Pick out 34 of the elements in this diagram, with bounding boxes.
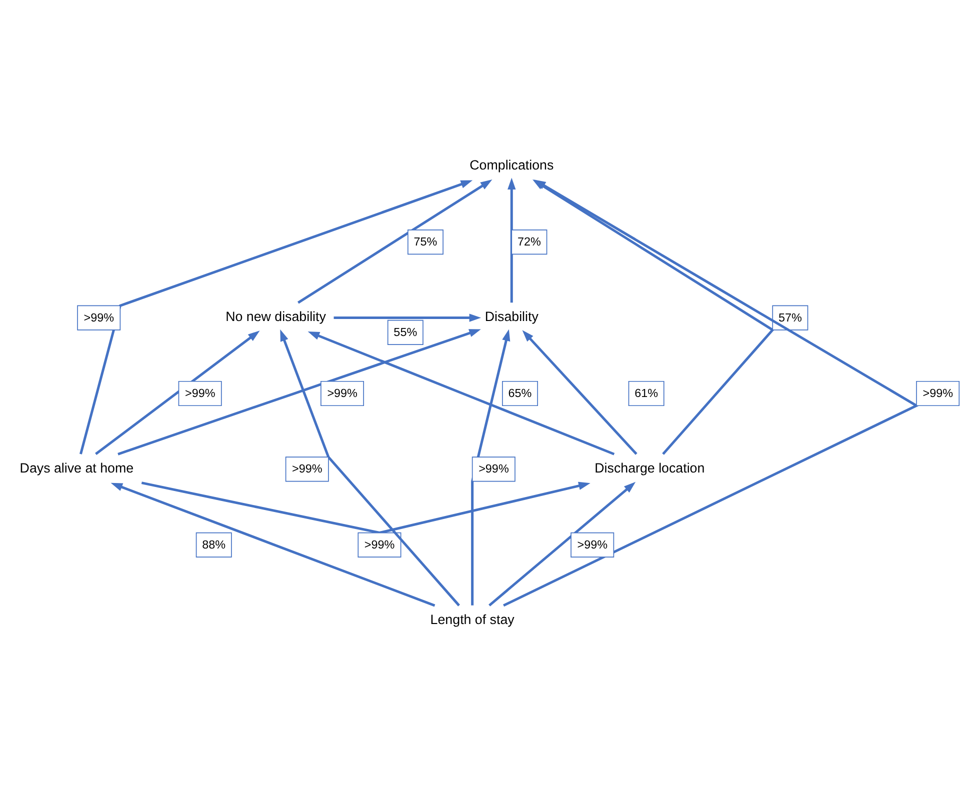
arrow — [508, 177, 516, 302]
arrow — [280, 328, 460, 606]
node-text: Days alive at home — [20, 460, 134, 475]
edge-label: 61% — [634, 386, 658, 400]
arrow — [334, 313, 482, 322]
edge-label: 75% — [414, 235, 438, 248]
arrow — [110, 482, 436, 606]
node-text: Length of stay — [430, 611, 514, 626]
edge-label: >99% — [478, 462, 509, 476]
edge-label: >99% — [364, 538, 395, 551]
arrow — [488, 481, 636, 606]
arrow — [297, 179, 492, 304]
edge-label: 72% — [517, 235, 541, 248]
edge-label: >99% — [577, 538, 608, 551]
node-text: Complications — [470, 157, 554, 172]
node-text: Discharge location — [594, 460, 705, 475]
edge-label: >99% — [84, 310, 114, 324]
arrow — [79, 180, 473, 454]
edge-label: >99% — [292, 462, 322, 476]
arrow — [308, 330, 615, 455]
edge-label: 88% — [202, 538, 226, 551]
arrow — [118, 328, 481, 455]
edge-label: 57% — [778, 310, 802, 324]
edge-label: 65% — [508, 386, 532, 400]
edge-label: 55% — [394, 325, 418, 338]
edge-label: >99% — [922, 386, 954, 400]
arrow — [522, 330, 638, 454]
arrow — [95, 330, 260, 455]
edge-label: >99% — [185, 386, 216, 400]
arrow — [141, 481, 590, 534]
node-text: Disability — [484, 308, 538, 324]
arrow — [471, 328, 510, 605]
node-text: No new disability — [226, 308, 326, 324]
edge-label: >99% — [327, 386, 358, 400]
